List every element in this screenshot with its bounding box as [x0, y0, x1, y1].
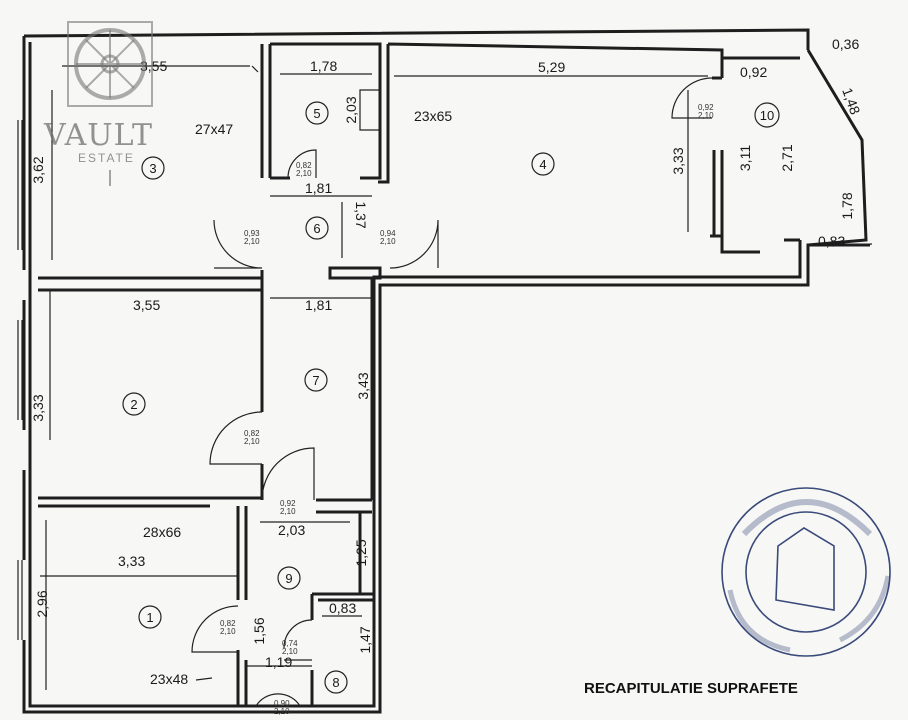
official-stamp	[721, 487, 891, 657]
dim-room9-bottom: 1,19	[265, 654, 292, 670]
outer-walls	[17, 28, 870, 714]
dim-room10-top: 0,92	[740, 64, 767, 80]
dim-room2-width: 3,55	[133, 297, 160, 313]
dim-23x48: 23x48	[150, 671, 188, 687]
room-5-number: 5	[313, 106, 320, 121]
dim-room1-height: 2,96	[34, 590, 50, 617]
dim-room4-width: 5,29	[538, 59, 565, 75]
room-9-number: 9	[285, 571, 292, 586]
room-3-number: 3	[149, 161, 156, 176]
dim-room10-311: 3,11	[737, 145, 753, 171]
dim-room3-width: 3,55	[140, 58, 167, 74]
room-7-number: 7	[312, 373, 319, 388]
door-1	[191, 605, 239, 653]
door-5	[287, 149, 317, 179]
dim-room3-height: 3,62	[30, 156, 46, 183]
door-10	[671, 77, 713, 119]
dim-room9-side: 1,25	[353, 539, 369, 566]
dim-room7-height: 3,43	[355, 372, 371, 399]
dim-room10-271: 2,71	[779, 144, 795, 171]
door-7	[261, 447, 315, 501]
vault-estate-watermark: VAULT ESTATE	[43, 21, 153, 186]
door-6-right	[389, 219, 439, 269]
room-1-number: 1	[146, 610, 153, 625]
watermark-sub: ESTATE	[78, 151, 135, 165]
door-2	[209, 411, 263, 465]
dim-room8-width: 0,83	[329, 600, 356, 616]
dim-balcony-178: 1,78	[839, 192, 855, 219]
dim-28x66: 28x66	[143, 524, 181, 540]
dim-balcony-148: 1,48	[839, 86, 863, 117]
dim-room2-height: 3,33	[30, 394, 46, 421]
dim-room4-height: 3,33	[670, 147, 686, 174]
door-9	[255, 693, 301, 707]
dimension-values: 3,55 3,62 27x47 1,78 2,03 23x65 5,29 0,9…	[30, 36, 864, 687]
dim-room5-width: 1,78	[310, 58, 337, 74]
dim-balcony-036: 0,36	[832, 36, 859, 52]
room-6-number: 6	[313, 221, 320, 236]
dim-balcony-083: 0,83	[818, 233, 845, 249]
dim-23x65: 23x65	[414, 108, 452, 124]
dim-room1-width: 3,33	[118, 553, 145, 569]
dim-room9-width: 2,03	[278, 522, 305, 538]
surface-summary-title: RECAPITULATIE SUPRAFETE	[584, 680, 798, 697]
dimension-lines	[40, 65, 873, 690]
room-number-labels: 3 2 5 4 6 7 1 9 8 10	[122, 101, 780, 694]
dim-room6-height: 1,37	[353, 201, 369, 228]
dim-room8-height: 1,47	[357, 626, 373, 653]
room-10-number: 10	[760, 108, 774, 123]
dim-room7-width: 1,81	[305, 297, 332, 313]
door-6-left	[213, 219, 263, 269]
dim-room9-height: 1,56	[251, 617, 267, 644]
room-2-number: 2	[130, 397, 137, 412]
dim-27x47: 27x47	[195, 121, 233, 137]
door-8	[283, 619, 313, 661]
dim-room6-width: 1,81	[305, 180, 332, 196]
room-8-number: 8	[332, 675, 339, 690]
watermark-brand: VAULT	[43, 118, 153, 153]
dim-room5-height: 2,03	[343, 96, 359, 123]
doors	[191, 77, 713, 707]
room-4-number: 4	[539, 157, 546, 172]
